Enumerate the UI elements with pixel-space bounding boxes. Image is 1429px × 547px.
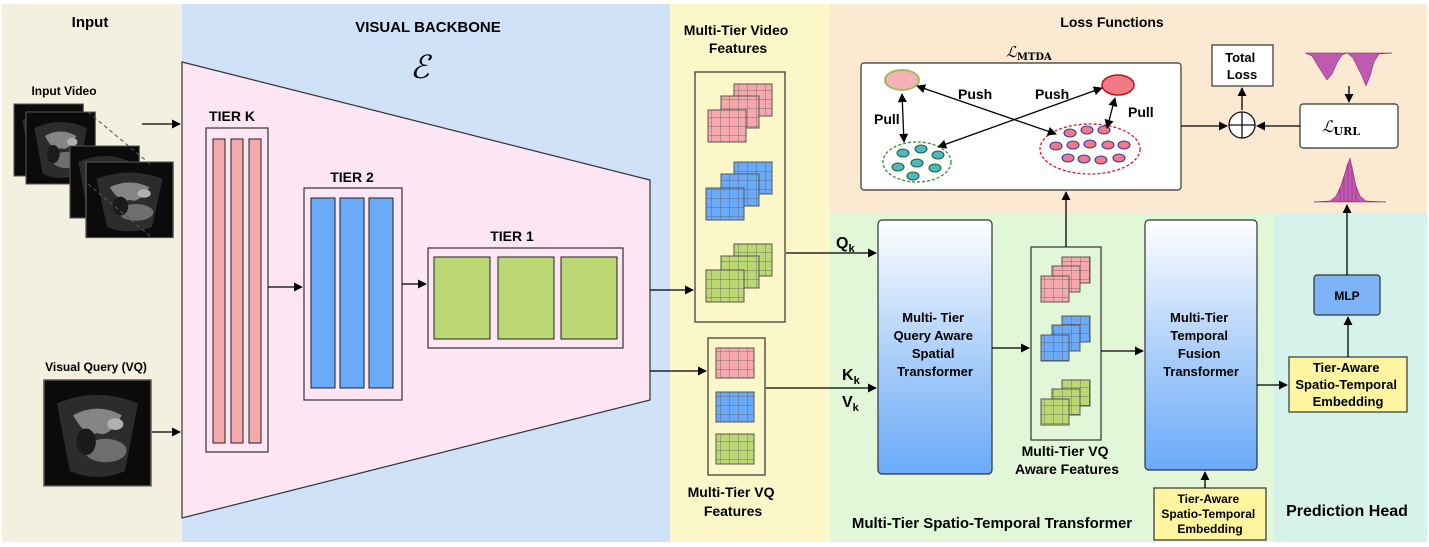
visual-query-image [43,379,152,487]
tier-aware-embedding-bottom [1153,487,1267,541]
tier-aware-embedding-right-label: Tier-Aware Spatio-Temporal Embedding [1295,360,1400,409]
tier-1-block [497,256,555,340]
tier-1-block [560,256,618,340]
sum-icon [1228,111,1256,139]
video-feature-stack-blue [705,161,773,221]
vq-features-box [707,337,766,476]
vq-feature-blue [715,391,755,423]
vq-feature-green [715,433,755,465]
input-title: Input [72,14,109,31]
temporal-transformer-label: Multi-Tier Temporal Fusion Transformer [1163,310,1239,379]
anchor-red [1101,74,1135,96]
total-loss-box [1211,44,1274,87]
tier-2-box [303,187,403,401]
video-feature-stack-pink [707,83,773,143]
prediction-title: Prediction Head [1286,503,1408,520]
vq-aware-features-label: Multi-Tier VQ Aware Features [1015,443,1119,477]
visual-query-label: Visual Query (VQ) [45,360,147,374]
q-label: Qk [836,235,855,255]
backbone-trapezoid [181,61,651,519]
vq-features-title: Multi-Tier VQ Features [688,484,779,519]
mtda-loss-label: ℒMTDA [1006,43,1052,63]
mlp-label: MLP [1334,289,1359,303]
tier-2-bar [310,197,336,389]
tier-k-bar [212,138,226,444]
pull-right-label: Pull [1128,104,1154,120]
pull-push-arrows [897,84,1118,149]
backbone-symbol: ℰ [410,48,433,86]
anchor-green [884,69,920,91]
k-label: Kk [842,367,861,387]
spatial-transformer-block [877,219,993,475]
cluster-green-points [891,144,945,181]
vq-aware-stack-blue [1040,315,1091,362]
spatial-transformer-label: Multi- Tier Query Aware Spatial Transfor… [893,310,976,379]
target-distribution [1304,52,1393,87]
push-right-label: Push [1035,86,1069,102]
tier-2-bar [339,197,365,389]
url-loss-label: ℒURL [1322,117,1360,138]
tier-2-label: TIER 2 [330,169,374,185]
video-features-box [694,71,786,323]
tier-2-bar [368,197,394,389]
input-video-label: Input Video [31,84,96,98]
video-feature-stack-green [705,243,773,303]
vq-aware-stack-pink [1040,256,1091,303]
video-features-title: Multi-Tier Video Features [684,22,792,56]
tier-1-label: TIER 1 [490,228,534,244]
vq-aware-stack-green [1040,379,1091,426]
tier-k-label: TIER K [209,108,255,124]
total-loss-label: Total Loss [1225,50,1259,82]
tier-k-bar [248,138,262,444]
pull-left-label: Pull [874,111,900,127]
tier-1-box [427,247,624,349]
backbone-title: VISUAL BACKBONE [355,19,501,36]
tier-aware-embedding-bottom-label: Tier-Aware Spatio-Temporal Embedding [1161,492,1258,536]
mst-title: Multi-Tier Spatio-Temporal Transformer [852,515,1132,532]
push-left-label: Push [958,86,992,102]
temporal-transformer-block [1144,219,1258,471]
tier-1-block [433,256,491,340]
tier-k-box [205,127,269,453]
loss-title: Loss Functions [1060,14,1164,30]
vq-feature-pink [715,347,755,379]
tier-k-bar [230,138,244,444]
predicted-distribution [1313,157,1387,203]
v-label: Vk [842,394,860,414]
